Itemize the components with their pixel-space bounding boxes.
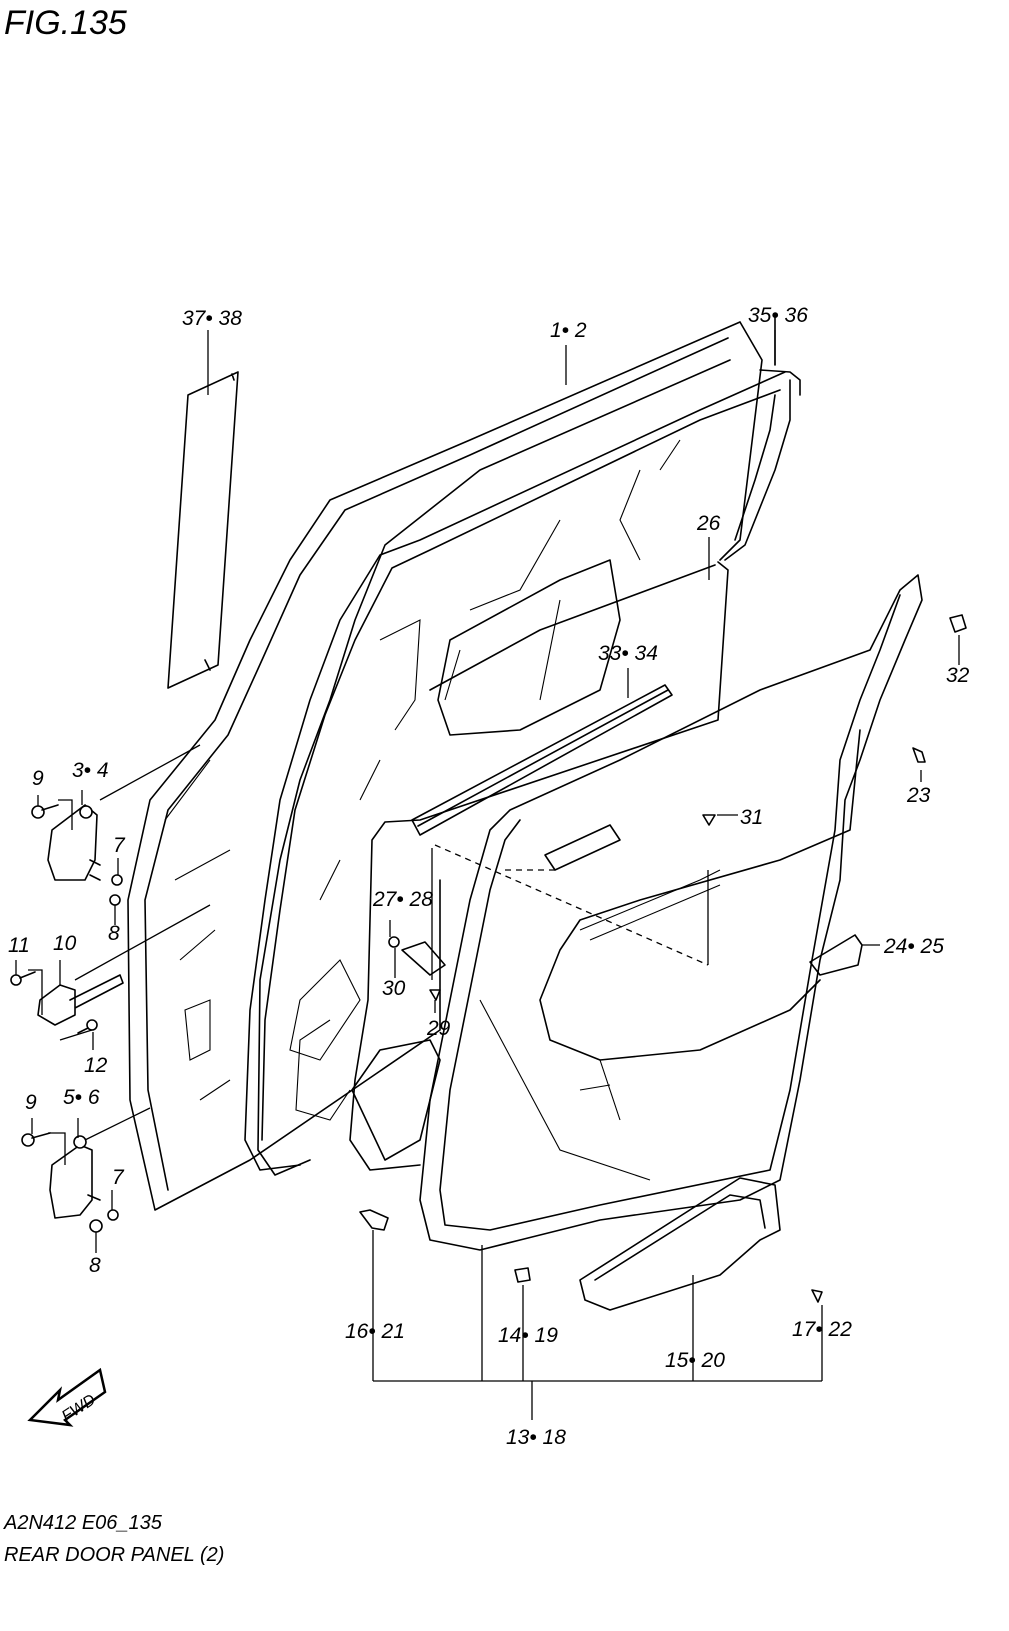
part-sealing-screen — [349, 561, 729, 1171]
part-belt-moulding — [411, 684, 673, 836]
part-window-film — [167, 371, 239, 689]
callout-12: 12 — [84, 1054, 108, 1077]
leader-lines — [15, 330, 960, 1420]
part-door-check — [10, 971, 124, 1034]
callout-24-25: 24• 25 — [883, 935, 944, 958]
part-hinge-lower — [21, 1132, 119, 1233]
callout-8-lower: 8 — [89, 1254, 101, 1277]
callout-23: 23 — [906, 784, 931, 807]
callout-16-21: 16• 21 — [345, 1320, 405, 1343]
callout-31: 31 — [740, 806, 763, 829]
callout-32: 32 — [946, 664, 970, 687]
callout-7-lower: 7 — [112, 1166, 125, 1189]
part-weatherstrip — [759, 315, 801, 396]
callout-10: 10 — [53, 932, 77, 955]
callout-30: 30 — [382, 977, 406, 1000]
callout-13-18: 13• 18 — [506, 1426, 566, 1449]
callout-7-upper: 7 — [113, 834, 126, 857]
callout-5-6: 5• 6 — [63, 1086, 100, 1109]
callout-33-34: 33• 34 — [598, 642, 658, 665]
part-door-shell — [127, 321, 791, 1211]
part-cap-14-19 — [514, 1267, 531, 1283]
callout-27-28: 27• 28 — [372, 888, 433, 911]
callout-1-2: 1• 2 — [550, 319, 587, 342]
part-screw-17-22 — [811, 1289, 823, 1303]
callout-9-lower: 9 — [25, 1091, 37, 1114]
callout-26: 26 — [696, 512, 721, 535]
callout-3-4: 3• 4 — [72, 759, 109, 782]
callout-8-upper: 8 — [108, 922, 120, 945]
part-door-trim — [419, 574, 923, 1251]
part-clip-23 — [912, 747, 926, 763]
figure-title: FIG.135 — [4, 4, 127, 42]
callout-9-upper: 9 — [32, 767, 44, 790]
callout-37-38: 37• 38 — [182, 307, 242, 330]
callout-labels: 37• 38 1• 2 35• 36 26 32 33• 34 9 3• 4 2… — [8, 304, 970, 1449]
part-cover-24-25 — [809, 934, 863, 976]
callout-15-20: 15• 20 — [665, 1349, 725, 1372]
part-clip-16-21 — [359, 1209, 389, 1231]
part-armrest-15-20 — [579, 1177, 781, 1311]
callout-35-36: 35• 36 — [748, 304, 808, 327]
diagram-name: REAR DOOR PANEL (2) — [4, 1544, 224, 1566]
callout-29: 29 — [426, 1017, 451, 1040]
part-screw-31 — [702, 814, 716, 826]
diagram-code: A2N412 E06_135 — [3, 1512, 163, 1534]
callout-17-22: 17• 22 — [792, 1318, 852, 1341]
part-bracket-27-28 — [401, 941, 446, 976]
fwd-arrow: FWD — [27, 1367, 107, 1427]
part-clip-32 — [949, 614, 967, 633]
callout-14-19: 14• 19 — [498, 1324, 558, 1347]
part-hinge-upper — [31, 804, 123, 906]
callout-11: 11 — [8, 934, 30, 957]
